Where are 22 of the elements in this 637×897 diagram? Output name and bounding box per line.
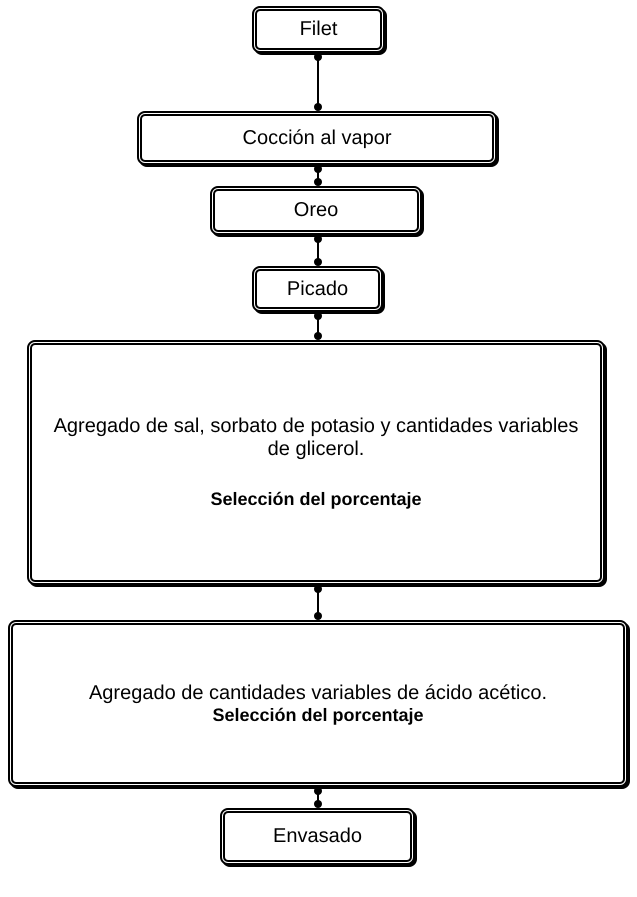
process-box bbox=[252, 6, 385, 53]
connector-line bbox=[314, 165, 322, 186]
step-label: Agregado de sal, sorbato de potasio y cantidades variables de glicerol. bbox=[52, 415, 580, 461]
process-box bbox=[220, 808, 415, 865]
connector-line bbox=[314, 53, 322, 111]
process-box bbox=[210, 186, 422, 235]
step-label: Agregado de cantidades variables de ácido acético. bbox=[88, 682, 548, 704]
step-note: Selección del porcentaje bbox=[210, 489, 422, 510]
step-label: Cocción al vapor bbox=[242, 126, 392, 150]
connector-line bbox=[314, 312, 322, 340]
connector-line bbox=[314, 787, 322, 808]
process-box bbox=[137, 111, 497, 165]
connector-line bbox=[314, 235, 322, 266]
process-box bbox=[8, 620, 628, 787]
step-label: Picado bbox=[286, 278, 348, 300]
step-label: Envasado bbox=[273, 825, 362, 848]
step-label: Oreo bbox=[294, 199, 338, 222]
process-box bbox=[27, 340, 605, 585]
process-box bbox=[252, 266, 383, 312]
step-label: Filet bbox=[300, 18, 338, 41]
step-note: Selección del porcentaje bbox=[212, 704, 424, 726]
connector-line bbox=[314, 585, 322, 620]
